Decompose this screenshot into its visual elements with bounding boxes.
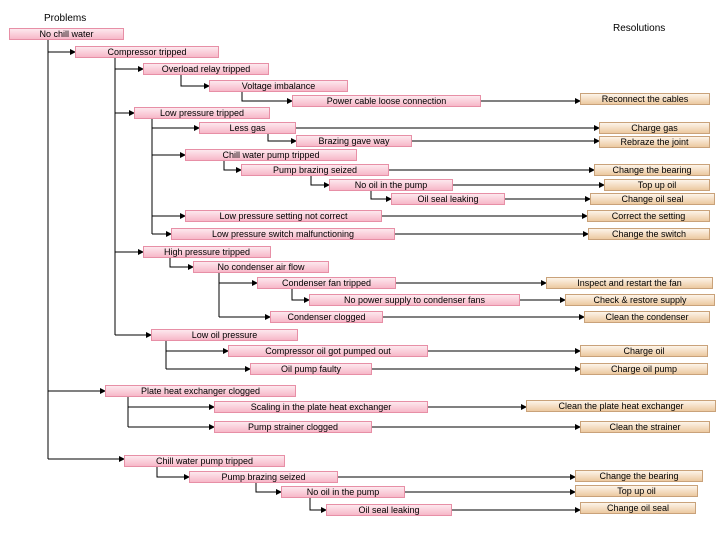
node-compressor-oil-got-pumped-out: Compressor oil got pumped out xyxy=(228,345,428,357)
resolution-charge-oil-pump: Charge oil pump xyxy=(580,363,708,375)
node-low-pressure-setting-not-correct: Low pressure setting not correct xyxy=(185,210,382,222)
resolution-charge-oil: Charge oil xyxy=(580,345,708,357)
resolution-top-up-oil-2: Top up oil xyxy=(575,485,698,497)
connector xyxy=(180,75,210,89)
connector xyxy=(255,483,282,495)
connector xyxy=(310,176,330,188)
node-oil-pump-faulty: Oil pump faulty xyxy=(250,363,372,375)
connector xyxy=(370,191,392,202)
connector xyxy=(309,498,327,513)
node-brazing-gave-way: Brazing gave way xyxy=(296,135,412,147)
node-low-pressure-tripped: Low pressure tripped xyxy=(134,107,270,119)
node-low-oil-pressure: Low oil pressure xyxy=(151,329,298,341)
problems-header: Problems xyxy=(44,13,87,24)
node-overload-relay-tripped: Overload relay tripped xyxy=(143,63,269,75)
node-chill-water-pump-tripped: Chill water pump tripped xyxy=(185,149,357,161)
node-voltage-imbalance: Voltage imbalance xyxy=(209,80,348,92)
connector xyxy=(156,465,190,480)
connector xyxy=(267,134,297,144)
resolution-rebraze-the-joint: Rebraze the joint xyxy=(599,136,710,148)
connector xyxy=(241,92,293,104)
node-chill-water-pump-tripped-2: Chill water pump tripped xyxy=(124,455,285,467)
node-power-cable-loose-connection: Power cable loose connection xyxy=(292,95,481,107)
resolution-charge-gas: Charge gas xyxy=(599,122,710,134)
resolution-clean-the-plate-heat-exchanger: Clean the plate heat exchanger xyxy=(526,400,716,412)
resolution-change-the-bearing-2: Change the bearing xyxy=(575,470,703,482)
node-condenser-fan-tripped: Condenser fan tripped xyxy=(257,277,396,289)
connector xyxy=(223,161,242,173)
resolution-clean-the-strainer: Clean the strainer xyxy=(580,421,710,433)
node-oil-seal-leaking-2: Oil seal leaking xyxy=(326,504,452,516)
resolution-change-the-bearing: Change the bearing xyxy=(594,164,710,176)
resolution-top-up-oil: Top up oil xyxy=(604,179,710,191)
resolution-clean-the-condenser: Clean the condenser xyxy=(584,311,710,323)
node-high-pressure-tripped: High pressure tripped xyxy=(143,246,271,258)
node-pump-brazing-seized-2: Pump brazing seized xyxy=(189,471,338,483)
node-scaling-in-the-plate-heat-exchanger: Scaling in the plate heat exchanger xyxy=(214,401,428,413)
node-no-condenser-air-flow: No condenser air flow xyxy=(193,261,329,273)
node-less-gas: Less gas xyxy=(199,122,296,134)
resolution-check-and-restore-supply: Check & restore supply xyxy=(565,294,715,306)
resolution-change-the-switch: Change the switch xyxy=(588,228,710,240)
resolutions-header: Resolutions xyxy=(613,23,666,34)
connector xyxy=(169,258,194,270)
resolution-inspect-and-restart-the-fan: Inspect and restart the fan xyxy=(546,277,713,289)
node-plate-heat-exchanger-clogged: Plate heat exchanger clogged xyxy=(105,385,296,397)
resolution-change-oil-seal: Change oil seal xyxy=(590,193,715,205)
node-low-pressure-switch-malfunctioning: Low pressure switch malfunctioning xyxy=(171,228,395,240)
node-pump-strainer-clogged: Pump strainer clogged xyxy=(214,421,372,433)
resolution-correct-the-setting: Correct the setting xyxy=(587,210,710,222)
resolution-reconnect-the-cables: Reconnect the cables xyxy=(580,93,710,105)
node-no-power-supply-to-condenser-fans: No power supply to condenser fans xyxy=(309,294,520,306)
node-no-chill-water: No chill water xyxy=(9,28,124,40)
node-pump-brazing-seized: Pump brazing seized xyxy=(241,164,389,176)
resolution-change-oil-seal-2: Change oil seal xyxy=(580,502,696,514)
node-compressor-tripped: Compressor tripped xyxy=(75,46,219,58)
connector xyxy=(291,289,310,303)
node-no-oil-in-the-pump-2: No oil in the pump xyxy=(281,486,405,498)
node-oil-seal-leaking: Oil seal leaking xyxy=(391,193,505,205)
node-no-oil-in-the-pump: No oil in the pump xyxy=(329,179,453,191)
node-condenser-clogged: Condenser clogged xyxy=(270,311,383,323)
